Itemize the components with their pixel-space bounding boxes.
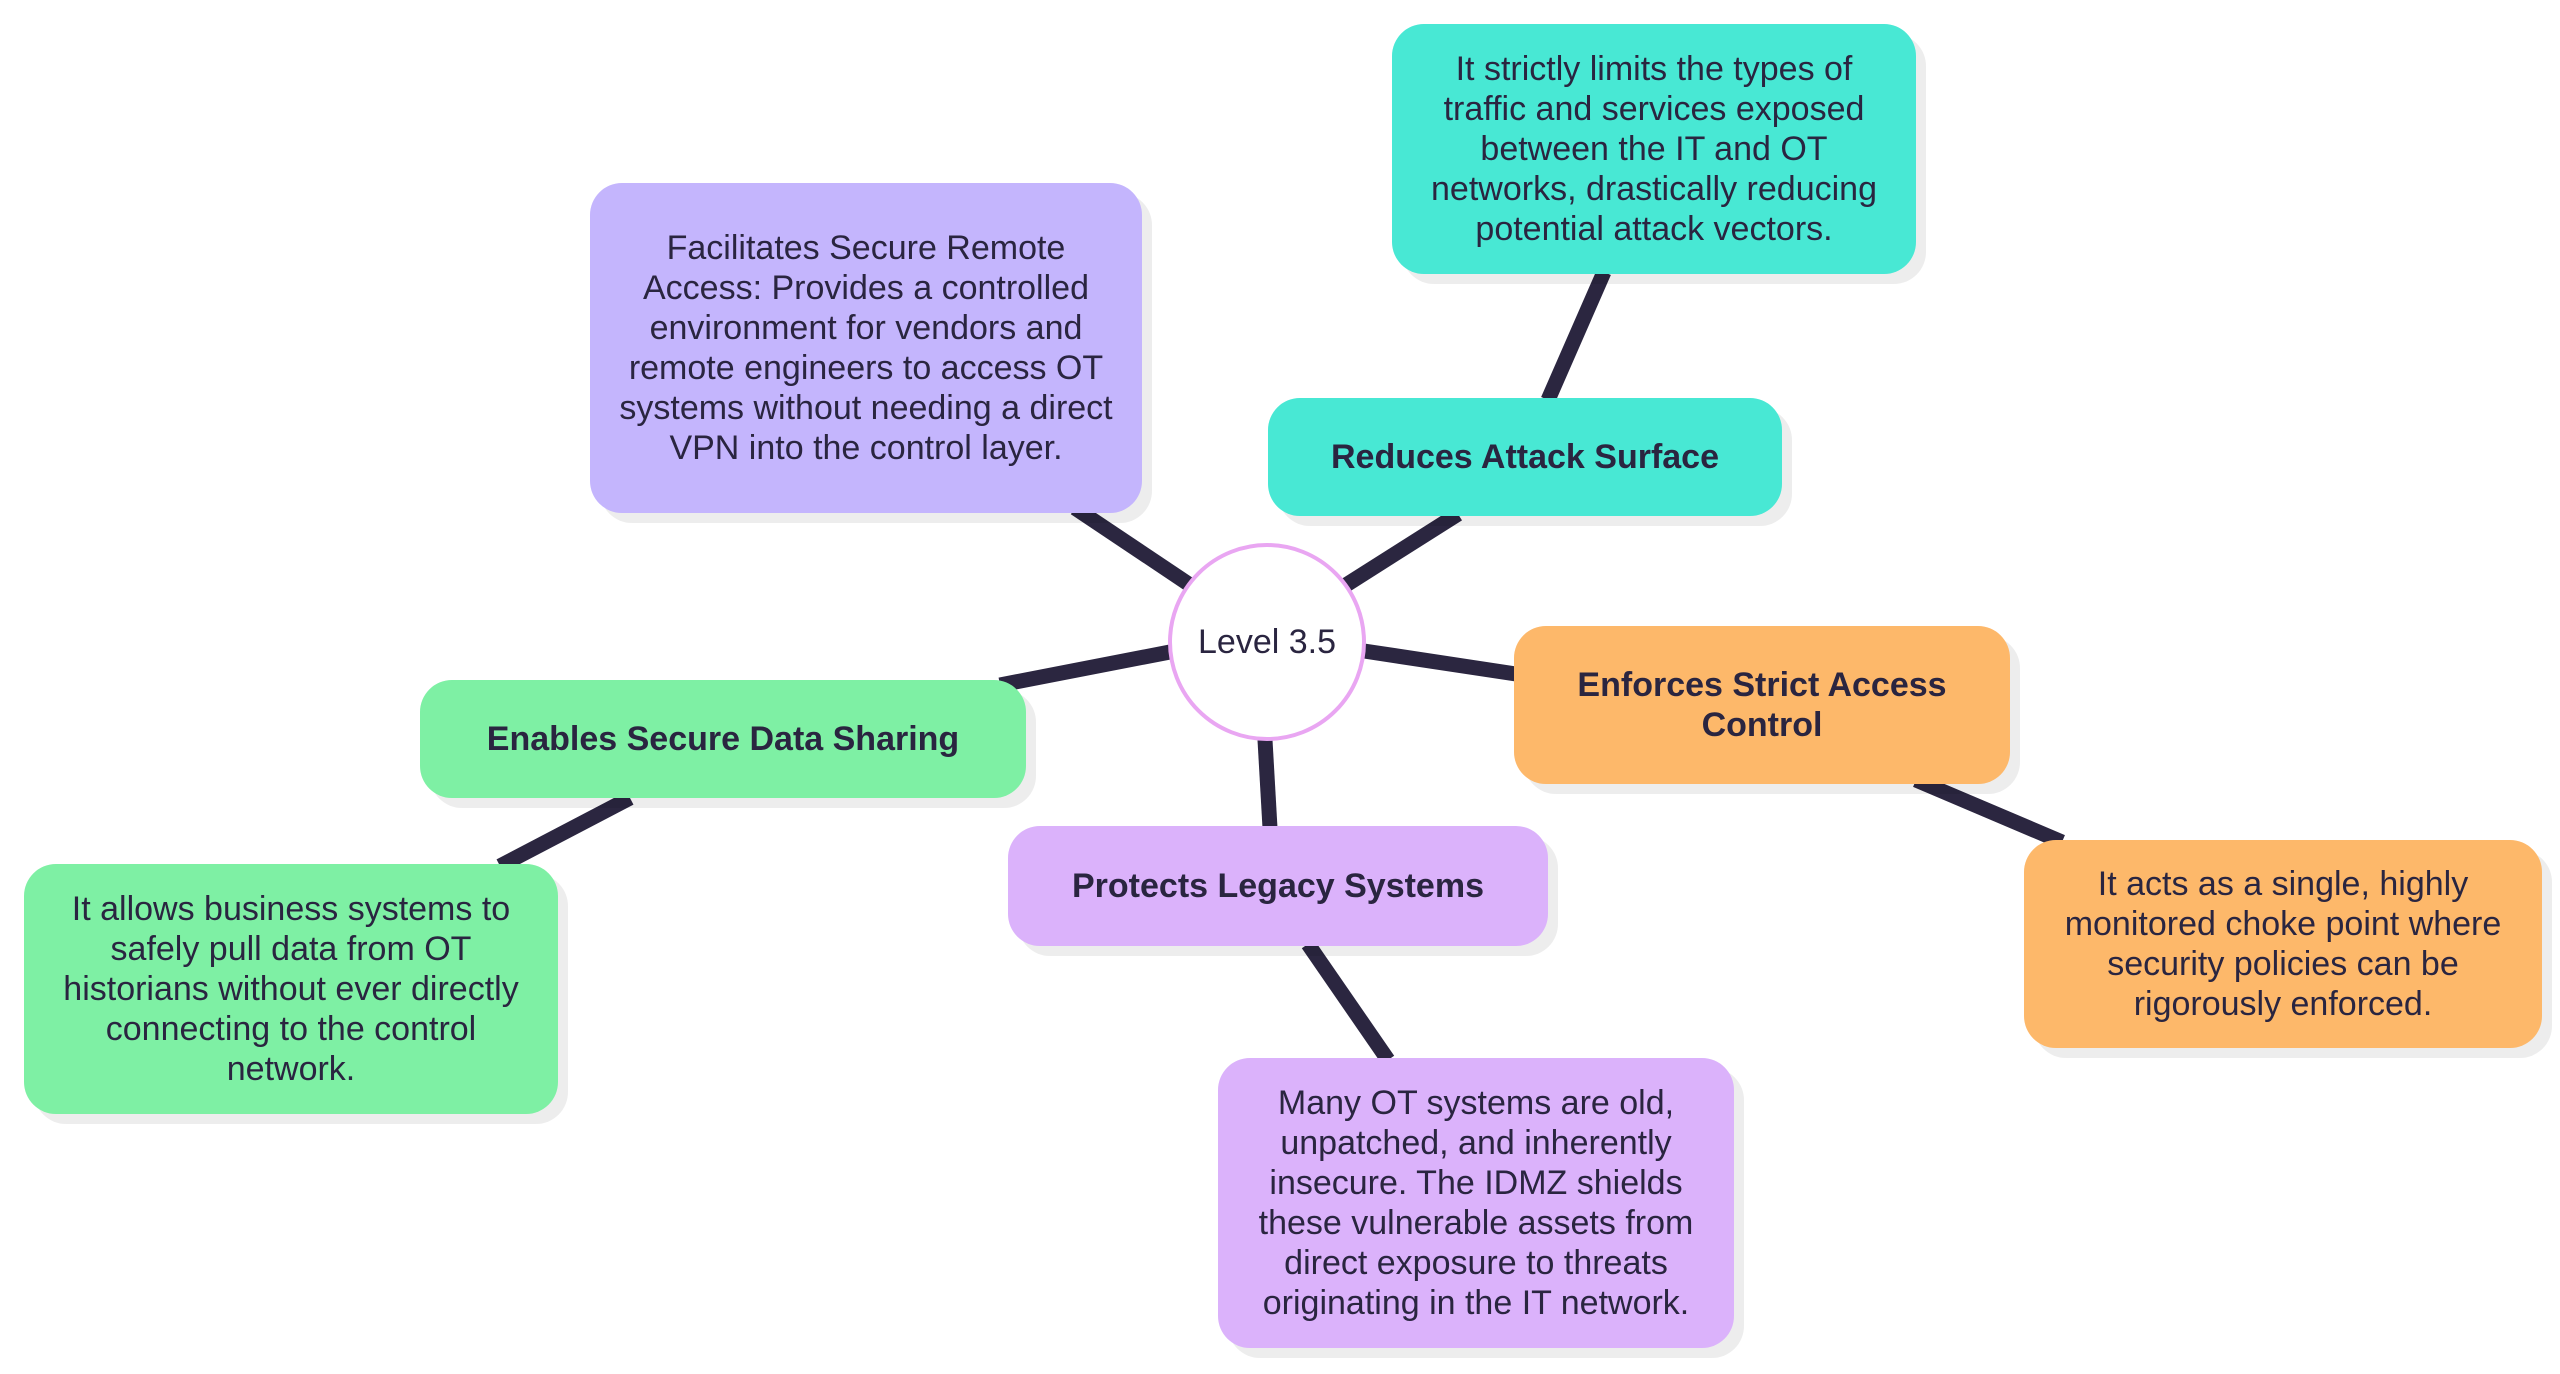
attack-surface-label: Reduces Attack Surface: [1330, 438, 1719, 476]
central-topic-label: Level 3.5: [1198, 622, 1336, 661]
attack-surface-detail-text: It strictly limits the types of traffic …: [1431, 50, 1877, 248]
legacy-systems-node: Protects Legacy Systems: [1008, 826, 1548, 946]
access-control-description: It acts as a single, highly monitored ch…: [2024, 840, 2542, 1048]
access-control-label: Enforces Strict Access Control: [1577, 666, 1947, 744]
edge-center-legacy: [1257, 739, 1278, 829]
edge-center-attack-surface: [1341, 507, 1463, 592]
central-topic: Level 3.5: [1168, 543, 1366, 741]
edge-center-data-sharing: [998, 644, 1172, 693]
data-sharing-node: Enables Secure Data Sharing: [420, 680, 1026, 798]
remote-access-text: Facilitates Secure Remote Access: Provid…: [619, 229, 1113, 467]
edge-center-access-control: [1362, 643, 1518, 682]
data-sharing-detail-text: It allows business systems to safely pul…: [63, 890, 519, 1088]
edge-access-control-detail: [1913, 773, 2065, 849]
edge-legacy-detail: [1301, 939, 1395, 1065]
edge-center-remote-access: [1070, 501, 1195, 592]
attack-surface-description: It strictly limits the types of traffic …: [1392, 24, 1916, 274]
data-sharing-label: Enables Secure Data Sharing: [486, 720, 960, 758]
attack-surface-node: Reduces Attack Surface: [1268, 398, 1782, 516]
data-sharing-description: It allows business systems to safely pul…: [24, 864, 558, 1114]
remote-access-description: Facilitates Secure Remote Access: Provid…: [590, 183, 1142, 513]
legacy-systems-detail-text: Many OT systems are old, unpatched, and …: [1258, 1084, 1694, 1322]
edge-data-sharing-detail: [496, 791, 634, 873]
access-control-detail-text: It acts as a single, highly monitored ch…: [2064, 865, 2502, 1023]
legacy-systems-description: Many OT systems are old, unpatched, and …: [1218, 1058, 1734, 1348]
legacy-systems-label: Protects Legacy Systems: [1072, 867, 1484, 905]
edge-attack-surface-detail: [1541, 268, 1611, 404]
access-control-node: Enforces Strict Access Control: [1514, 626, 2010, 784]
